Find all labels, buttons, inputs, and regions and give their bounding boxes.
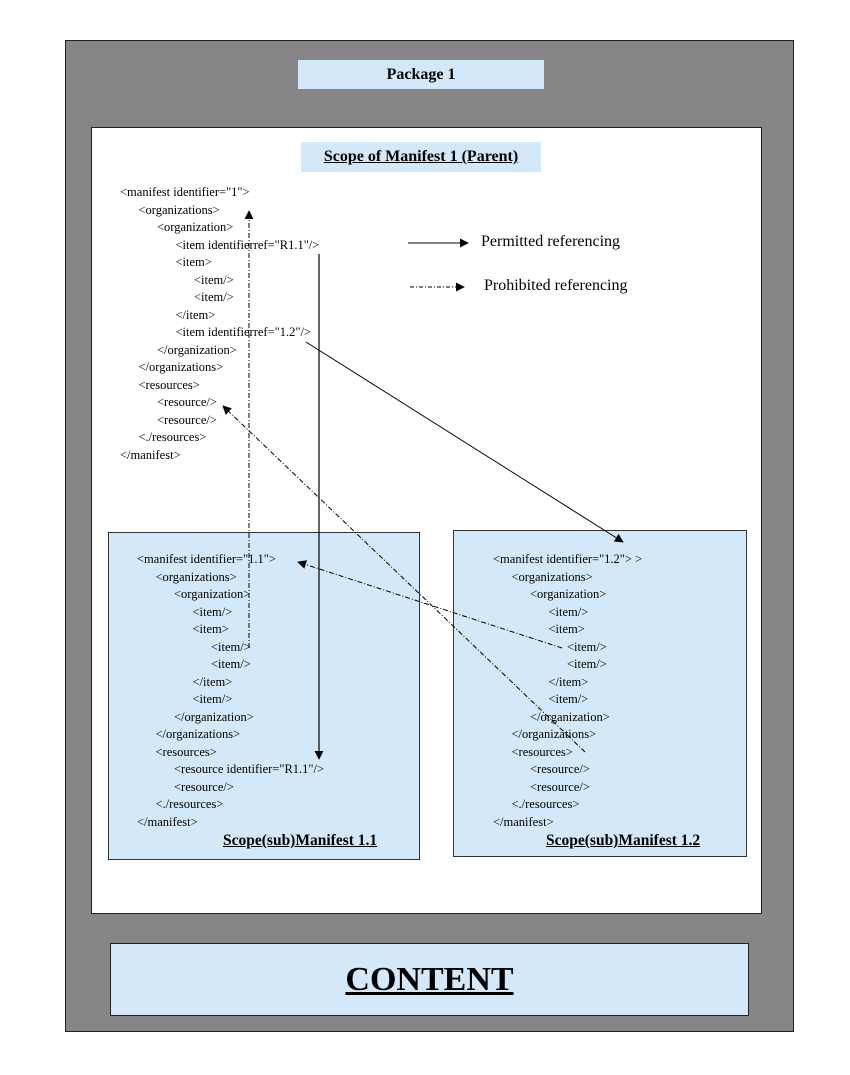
sub-manifest-1-2-code: <manifest identifier="1.2"> > <organizati… [493,551,642,831]
code-line: </organization> [157,342,237,357]
sub-manifest-1-2-title: Scope(sub)Manifest 1.2 [546,832,701,849]
code-line: </item> [175,307,216,322]
code-line: <./resources> [138,430,207,444]
code-line: </organization> [174,709,254,724]
code-line: <item identifierref="1.2"/> [175,325,311,339]
code-line: <item/> [548,604,589,619]
package-title: Package 1 [298,60,544,89]
code-line: <manifest identifier="1.2"> > [493,552,643,566]
legend-prohibited-label: Prohibited referencing [484,277,628,294]
code-line: <item/> [567,657,607,671]
code-line: <item> [192,622,229,636]
code-line: <manifest identifier="1"> [120,185,250,199]
sub-manifest-1-1-title: Scope(sub)Manifest 1.1 [223,832,378,849]
code-line: <resource/> [174,779,234,794]
code-line: <organizations> [511,569,593,584]
code-line: </manifest> [120,447,181,462]
sub-manifest-1-1-code: <manifest identifier="1.1"> <organization… [137,551,324,831]
code-line: <./resources> [511,797,580,811]
code-line: <resource/> [530,779,590,794]
code-line: <item/> [211,639,251,654]
legend-permitted-label: Permitted referencing [481,233,621,250]
code-line: <organizations> [155,569,237,584]
code-line: <organization> [174,587,251,601]
code-line: <item> [175,255,212,269]
code-line: </manifest> [493,814,554,829]
parent-scope-title: Scope of Manifest 1 (Parent) [301,142,541,172]
parent-manifest-code: <manifest identifier="1"> <organizations>… [120,184,319,464]
code-line: </organization> [530,709,610,724]
code-line: <resources> [155,744,217,759]
code-line: <item/> [194,272,234,287]
code-line: <resource/> [530,762,590,776]
code-line: <organization> [530,587,607,601]
code-line: <organizations> [138,202,220,217]
code-line: <manifest identifier="1.1"> [137,552,276,566]
code-line: <resources> [511,744,573,759]
code-line: <item/> [194,290,234,304]
code-line: <resource identifier="R1.1"/> [174,762,325,776]
code-line: <item/> [192,692,233,706]
code-line: <./resources> [155,797,224,811]
code-line: <item/> [567,639,607,654]
code-line: <item/> [192,604,233,619]
code-line: <resource/> [157,395,217,409]
content-title: CONTENT [345,960,514,998]
code-line: </item> [192,674,233,689]
code-line: <item> [548,622,585,636]
code-line: <item/> [211,657,251,671]
code-line: </item> [548,674,589,689]
code-line: </organizations> [511,727,597,741]
code-line: </organizations> [138,360,224,374]
code-line: <resource/> [157,412,217,427]
code-line: <resources> [138,377,200,392]
code-line: </manifest> [137,814,198,829]
code-line: <item/> [548,692,589,706]
code-line: <item identifierref="R1.1"/> [175,237,320,252]
code-line: </organizations> [155,727,241,741]
code-line: <organization> [157,220,234,234]
content-box: CONTENT [110,943,749,1016]
